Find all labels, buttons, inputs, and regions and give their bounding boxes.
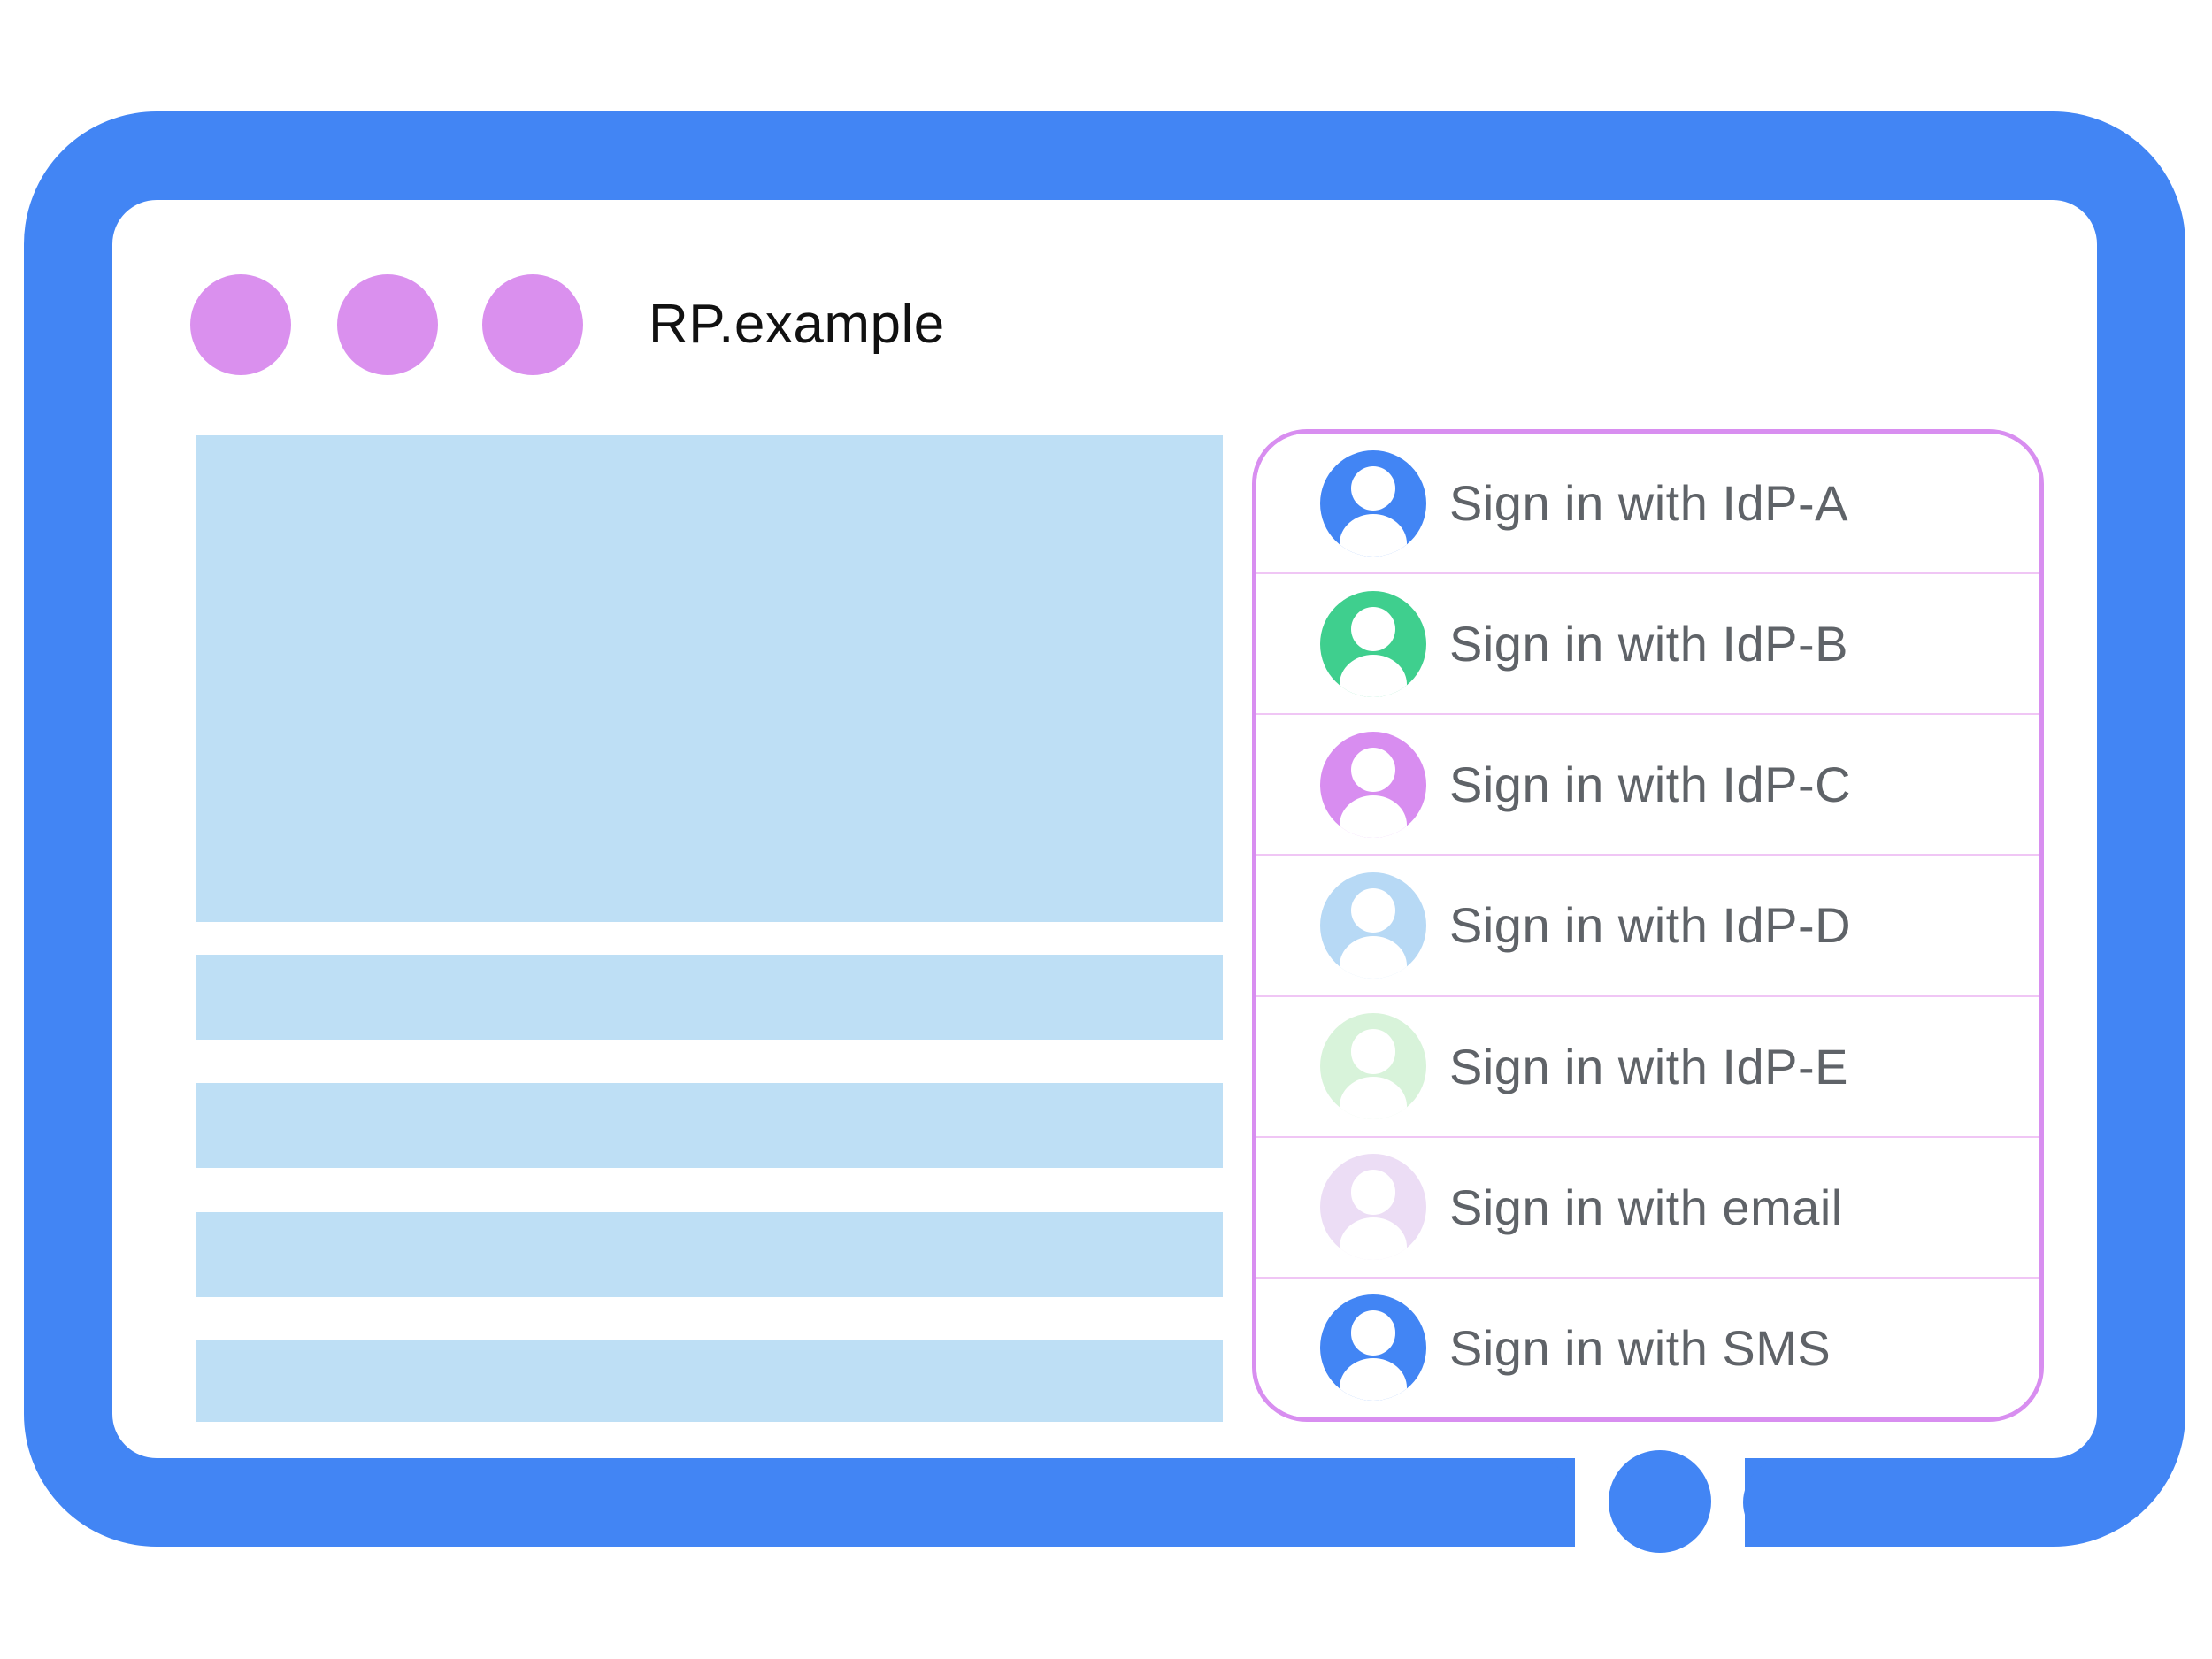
sign-in-option-label: Sign in with IdP-B — [1449, 616, 1848, 672]
sign-in-option-idp-b[interactable]: Sign in with IdP-B — [1256, 572, 2039, 714]
bezel-left-cap — [1476, 1458, 1575, 1547]
sign-in-option-idp-e[interactable]: Sign in with IdP-E — [1256, 995, 2039, 1136]
person-icon — [1320, 590, 1426, 697]
sign-in-option-label: Sign in with IdP-E — [1449, 1038, 1848, 1094]
window-control-dot-icon[interactable] — [337, 274, 438, 375]
sign-in-option-label: Sign in with email — [1449, 1179, 1843, 1235]
sign-in-option-idp-c[interactable]: Sign in with IdP-C — [1256, 713, 2039, 855]
page-title: RP.example — [649, 294, 945, 355]
person-icon — [1320, 1154, 1426, 1261]
sign-in-chooser-panel: Sign in with IdP-A Sign in with IdP-B Si… — [1252, 429, 2044, 1422]
sign-in-option-label: Sign in with IdP-D — [1449, 897, 1852, 954]
content-placeholder-hero — [196, 435, 1223, 922]
sign-in-option-email[interactable]: Sign in with email — [1256, 1135, 2039, 1277]
home-button[interactable] — [1609, 1450, 1711, 1553]
content-placeholder-line — [196, 1083, 1223, 1168]
sign-in-option-idp-a[interactable]: Sign in with IdP-A — [1256, 434, 2039, 573]
person-icon — [1320, 872, 1426, 979]
window-control-dot-icon[interactable] — [190, 274, 291, 375]
bezel-right-cap — [1743, 1458, 1842, 1547]
window-control-dot-icon[interactable] — [482, 274, 583, 375]
person-icon — [1320, 1013, 1426, 1120]
sign-in-option-sms[interactable]: Sign in with SMS — [1256, 1276, 2039, 1417]
sign-in-option-label: Sign in with IdP-A — [1449, 475, 1848, 532]
content-placeholder-line — [196, 1212, 1223, 1297]
person-icon — [1320, 731, 1426, 838]
content-placeholder-line — [196, 1340, 1223, 1422]
person-icon — [1320, 1294, 1426, 1402]
content-placeholder-line — [196, 955, 1223, 1040]
person-icon — [1320, 449, 1426, 557]
sign-in-option-label: Sign in with IdP-C — [1449, 757, 1852, 813]
sign-in-option-label: Sign in with SMS — [1449, 1319, 1832, 1376]
sign-in-option-idp-d[interactable]: Sign in with IdP-D — [1256, 854, 2039, 995]
